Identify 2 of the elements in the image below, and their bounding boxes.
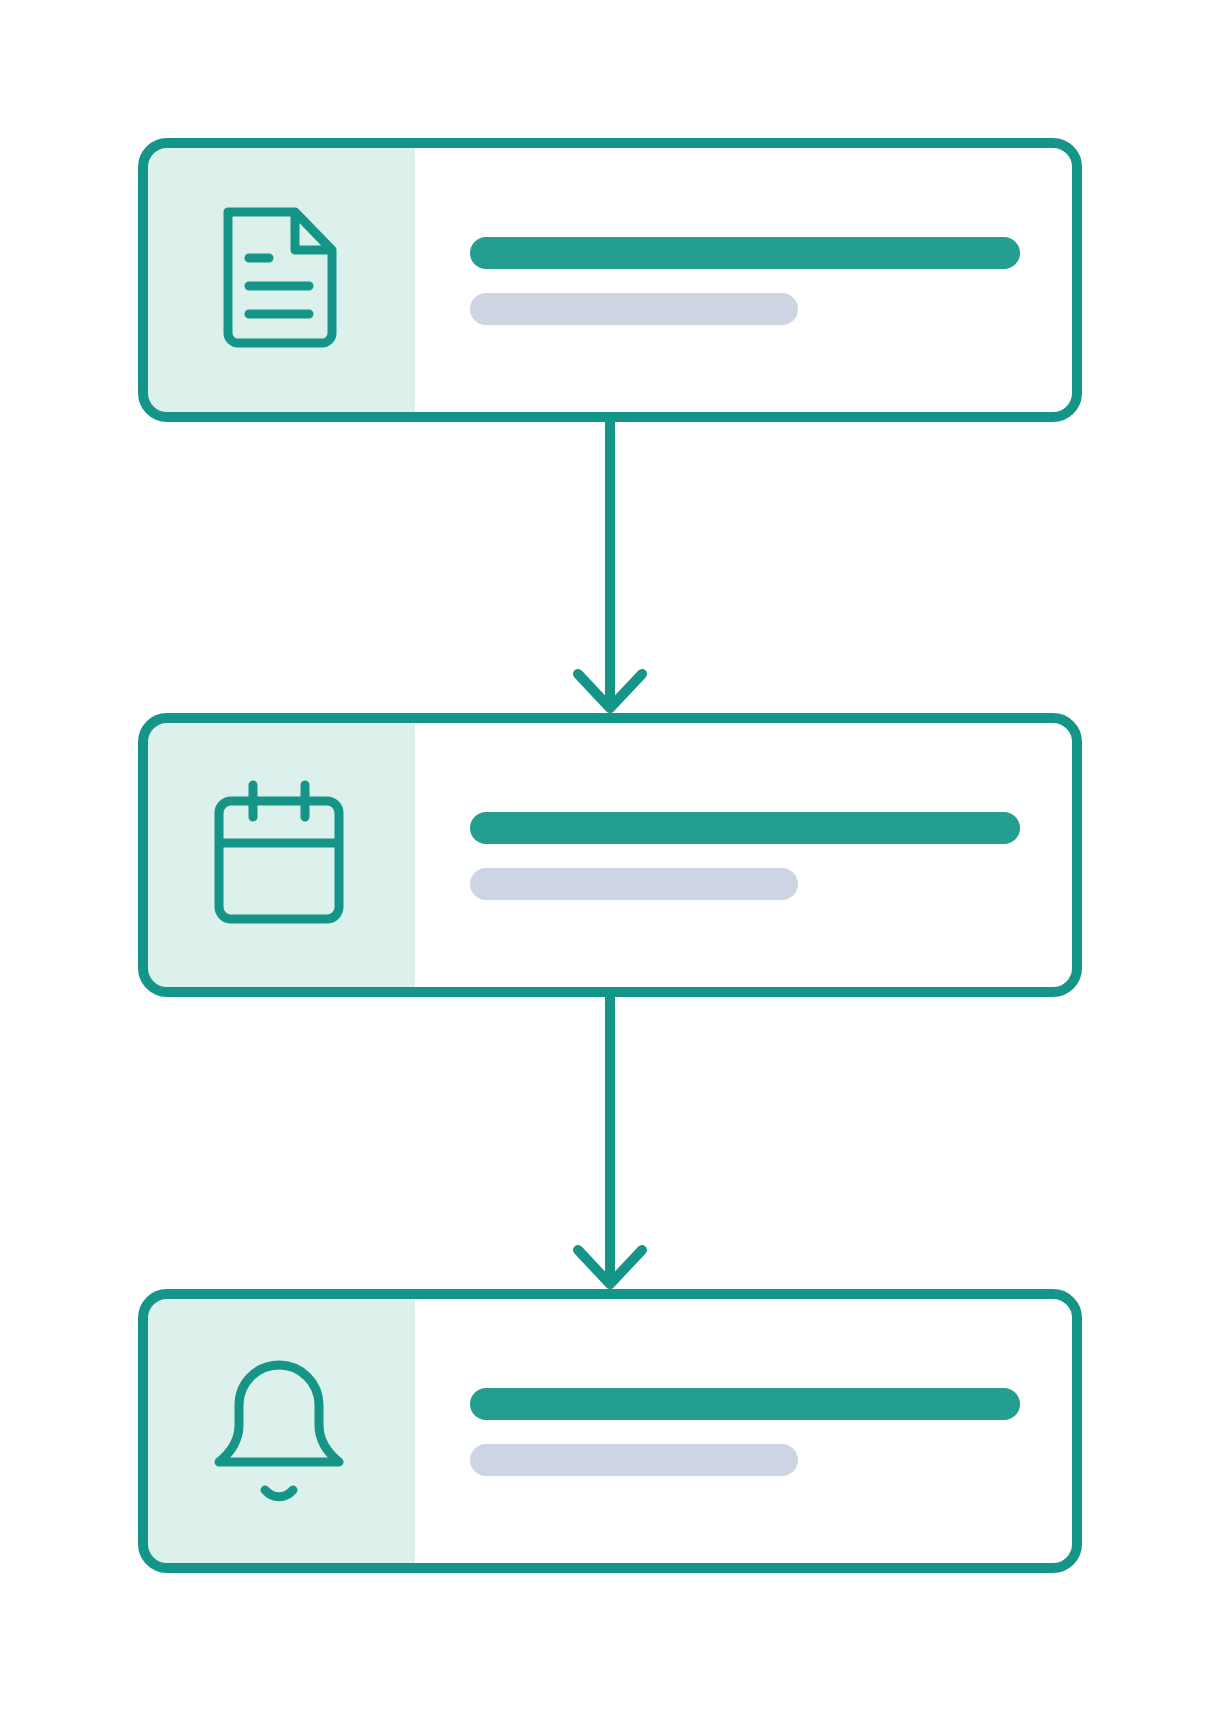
arrow — [573, 422, 647, 713]
arrow — [573, 997, 647, 1289]
